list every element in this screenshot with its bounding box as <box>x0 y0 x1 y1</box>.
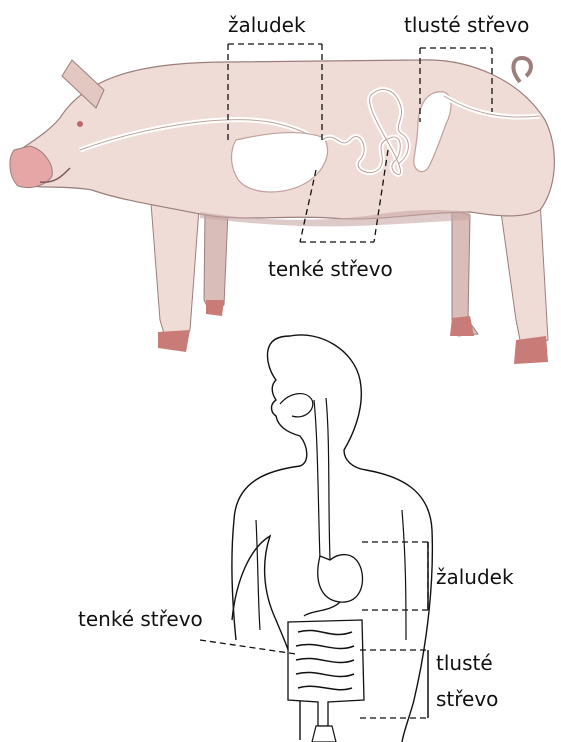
human-stomach-indicator <box>362 542 428 610</box>
pig-illustration <box>10 44 554 364</box>
human-illustration <box>200 335 432 742</box>
pig-front-leg <box>204 210 228 312</box>
pig-hoof <box>158 330 190 352</box>
human-mouth-cavity <box>280 394 313 417</box>
pig-back-leg-near <box>500 200 548 350</box>
pig-large-intestine-label: tlusté střevo <box>404 13 529 37</box>
human-small-intestine-label: tenké střevo <box>78 607 203 631</box>
human-esophagus <box>314 398 330 560</box>
human-arm-right <box>402 510 406 640</box>
pig-hoof <box>450 316 474 336</box>
human-stomach <box>318 555 363 603</box>
pig-eye <box>77 121 83 127</box>
pig-stomach-label: žaludek <box>228 13 306 37</box>
human-duodenum <box>304 602 340 616</box>
pig-small-intestine-label: tenké střevo <box>268 257 393 281</box>
pig-tail <box>513 58 531 82</box>
human-body-outline-left <box>232 520 236 640</box>
human-stomach-label: žaludek <box>436 565 514 589</box>
human-large-intestine-label-line2: střevo <box>436 687 498 711</box>
human-arm-left <box>256 520 260 630</box>
pig-hoof <box>514 336 548 364</box>
human-large-intestine-label-line1: tlusté <box>436 651 493 675</box>
pig-hoof <box>206 300 224 316</box>
human-rectum <box>312 726 336 742</box>
human-small-intestine-indicator <box>200 640 296 654</box>
